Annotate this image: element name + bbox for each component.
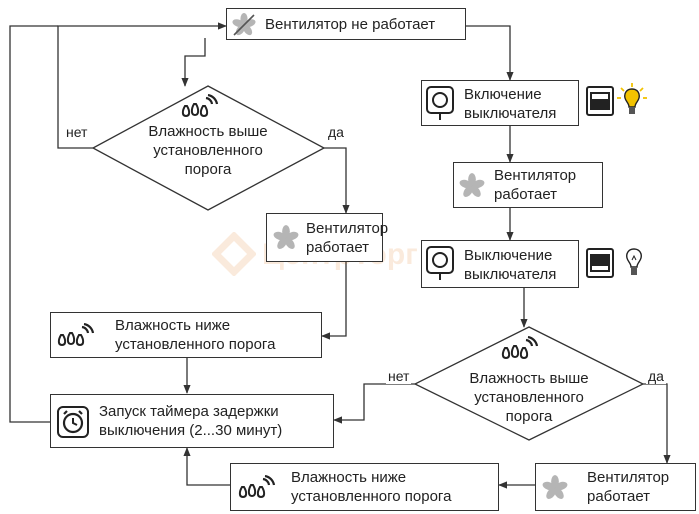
- node-timer-line2: выключения (2...30 минут): [99, 422, 283, 439]
- branch-yes-1: да: [326, 124, 346, 140]
- timer-icon: [57, 406, 89, 438]
- node-switch-off: Выключение выключателя: [421, 240, 579, 288]
- node-switch-on-line1: Включение: [464, 86, 542, 103]
- node-switch-off-line2: выключателя: [464, 266, 557, 283]
- edge-fanoff-to-humidity1: [181, 38, 206, 87]
- node-fan-on-left-label: Вентилятор работает: [306, 219, 388, 257]
- decision-2-line3: порога: [505, 408, 553, 425]
- node-timer-line1: Запуск таймера задержки: [99, 403, 279, 420]
- node-fan-off-label: Вентилятор не работает: [265, 16, 436, 33]
- edge-humidity2-yes: [643, 383, 671, 464]
- wall-switch-icon: [586, 248, 614, 278]
- sensor-icon: [426, 86, 454, 120]
- node-fan-on-bottom-line1: Вентилятор: [587, 469, 670, 486]
- branch-yes-2: да: [646, 368, 666, 384]
- branch-no-2: нет: [386, 368, 412, 384]
- fan-icon: [542, 475, 568, 499]
- node-fan-on-right-line1: Вентилятор: [494, 167, 577, 184]
- decision-1-line3: порога: [184, 161, 232, 178]
- humidity-icon: [238, 475, 276, 499]
- lightbulb-icon: [617, 83, 647, 114]
- decision-1-line2: установленного: [153, 142, 263, 159]
- node-fan-on-bottom-label: Вентилятор работает: [587, 468, 669, 506]
- decision-2-line1: Влажность выше: [469, 370, 589, 387]
- node-switch-off-line1: Выключение: [464, 247, 553, 264]
- node-fan-on-right: Вентилятор работает: [453, 162, 603, 208]
- node-humidity-below-bottom-label: Влажность ниже установленного порога: [291, 468, 451, 506]
- node-humidity-below-left-label: Влажность ниже установленного порога: [115, 316, 275, 354]
- humidity-icon: [181, 94, 219, 118]
- watermark-logo-icon: [211, 231, 257, 277]
- decision-1-label: Влажность выше установленного порога: [128, 122, 288, 179]
- node-timer-label: Запуск таймера задержки выключения (2...…: [99, 402, 282, 440]
- edge-timer-to-fanoff: [9, 25, 58, 423]
- decision-humidity-above-2: [413, 326, 645, 441]
- node-switch-on: Включение выключателя: [421, 80, 579, 126]
- node-humidity-below-left: Влажность ниже установленного порога: [50, 312, 322, 358]
- edge-belowbottom-to-timer: [183, 447, 230, 486]
- edge-fanleft-to-below: [321, 262, 347, 340]
- node-switch-on-line2: выключателя: [464, 105, 557, 122]
- edge-humidity1-yes: [324, 147, 350, 214]
- node-fan-off: Вентилятор не работает: [226, 8, 466, 40]
- edge-humidity2-no: [333, 383, 415, 424]
- fan-icon: [273, 225, 299, 249]
- node-fan-on-right-label: Вентилятор работает: [494, 166, 576, 204]
- node-switch-on-label: Включение выключателя: [464, 85, 556, 123]
- decision-2-label: Влажность выше установленного порога: [449, 369, 609, 426]
- node-timer: Запуск таймера задержки выключения (2...…: [50, 394, 334, 448]
- node-fan-on-left-line1: Вентилятор: [306, 220, 389, 237]
- node-switch-off-label: Выключение выключателя: [464, 246, 556, 284]
- fan-icon: [459, 173, 485, 197]
- sensor-icon: [426, 246, 454, 280]
- edge-fanoff-to-switchon: [466, 25, 514, 81]
- fan-icon: [232, 13, 256, 36]
- edge-humidity1-no: [57, 22, 227, 149]
- decision-humidity-above-1: [91, 85, 326, 211]
- node-fan-on-right-line2: работает: [494, 186, 558, 203]
- humidity-icon: [501, 336, 539, 360]
- wall-switch-icon: [586, 86, 614, 116]
- node-humidity-below-bottom: Влажность ниже установленного порога: [230, 463, 499, 511]
- branch-no-1: нет: [64, 124, 90, 140]
- node-humidity-below-left-line2: установленного порога: [115, 336, 276, 353]
- decision-1-line1: Влажность выше: [148, 123, 268, 140]
- node-humidity-below-bottom-line2: установленного порога: [291, 488, 452, 505]
- node-fan-on-left-line2: работает: [306, 239, 370, 256]
- node-humidity-below-bottom-line1: Влажность ниже: [291, 469, 407, 486]
- lightbulb-icon: [626, 248, 642, 275]
- node-fan-on-bottom: Вентилятор работает: [535, 463, 696, 511]
- decision-2-line2: установленного: [474, 389, 584, 406]
- node-fan-on-left: Вентилятор работает: [266, 213, 388, 262]
- node-fan-on-bottom-line2: работает: [587, 488, 651, 505]
- node-humidity-below-left-line1: Влажность ниже: [115, 317, 231, 334]
- humidity-icon: [57, 323, 95, 347]
